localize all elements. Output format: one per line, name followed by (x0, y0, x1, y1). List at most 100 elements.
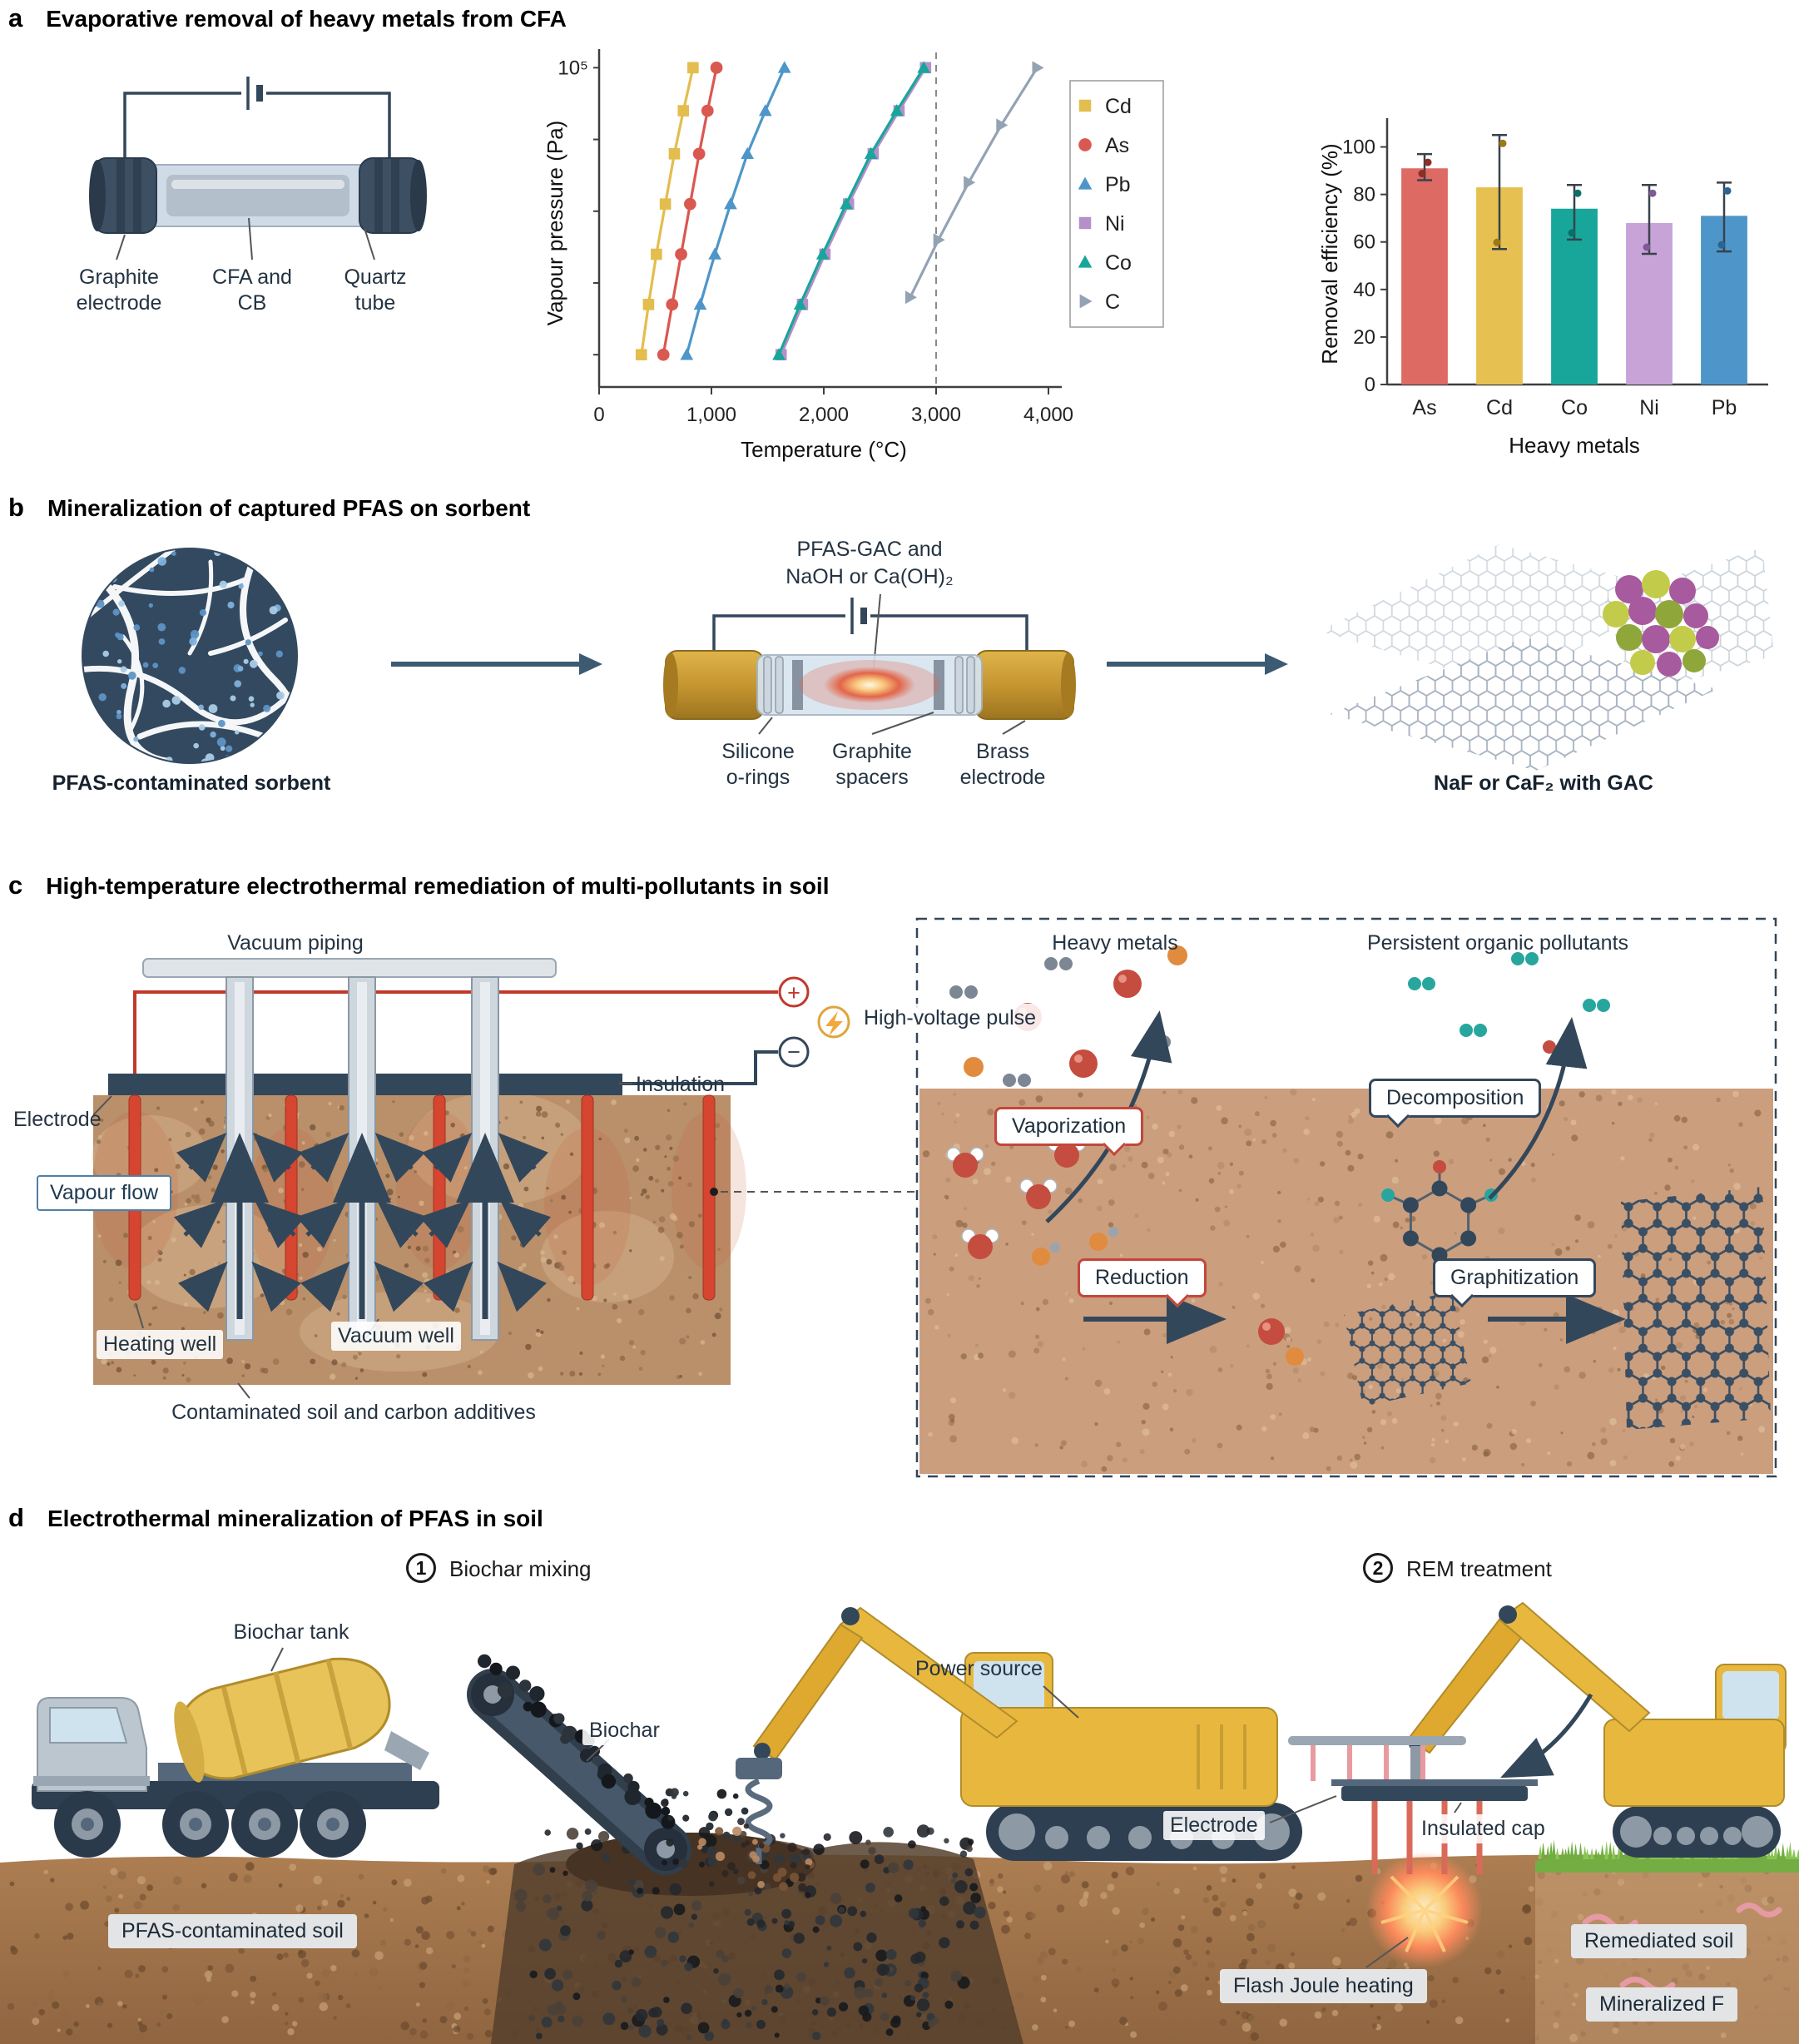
label-reactor-feed-1: PFAS-GAC and (796, 538, 943, 561)
tube-reactor (89, 77, 427, 260)
arrow-right-icon (1107, 653, 1288, 675)
excavator-mixer (697, 1606, 1302, 1892)
fjh-reactor (663, 593, 1076, 735)
panel-letter: d (8, 1503, 24, 1532)
panel-c-illustration: + − (92, 917, 1777, 1478)
y-axis-label: Removal efficiency (%) (1317, 143, 1342, 364)
line-series-C (904, 61, 1044, 305)
x-tick-label: 2,000 (799, 404, 849, 426)
label-insulated-cap: Insulated cap (1415, 1814, 1552, 1843)
chip-mineralized-f: Mineralized F (1586, 1987, 1738, 2022)
grass-strip (1535, 1854, 1799, 1873)
panel-title: Mineralization of captured PFAS on sorbe… (47, 495, 531, 521)
y-tick-label: 60 (1353, 231, 1375, 254)
x-axis-label: Heavy metals (1509, 433, 1640, 458)
panel-d-illustration (0, 1601, 1799, 2044)
label-power-source: Power source (915, 1657, 1043, 1680)
panel-letter: b (8, 493, 24, 522)
truck-wheels (54, 1791, 366, 1858)
y-tick-label: 0 (1365, 374, 1375, 396)
positive-wire (133, 990, 778, 1094)
legend-label: Ni (1105, 212, 1125, 236)
bubble-reduction: Reduction (1078, 1258, 1207, 1297)
silicone-o-rings (763, 656, 975, 714)
bar-Co (1551, 183, 1598, 384)
vacuum-piping (142, 958, 557, 978)
bubble-decomposition: Decomposition (1369, 1079, 1542, 1118)
line-series-Cd (635, 62, 699, 361)
label-vapour-flow: Vapour flow (37, 1175, 172, 1211)
chip-remediated-soil: Remediated soil (1571, 1924, 1747, 1958)
line-series-Co (772, 61, 930, 360)
bubble-vaporization: Vaporization (994, 1107, 1144, 1146)
insulated-cap-plate (1341, 1786, 1528, 1801)
boom (839, 1606, 1018, 1739)
panel-letter: a (8, 3, 23, 32)
label-hv-pulse: High-voltage pulse (857, 1004, 1043, 1033)
vapour-flow-arrows (173, 1133, 552, 1319)
line-series-As (657, 61, 723, 361)
biochar-truck (32, 1657, 439, 1858)
bubble-graphitization: Graphitization (1433, 1258, 1597, 1297)
panel-d-header: d Electrothermal mineralization of PFAS … (8, 1503, 543, 1533)
label-product: NaF or CaF₂ with GAC (1434, 771, 1653, 795)
bar-category-label: Pb (1712, 396, 1737, 419)
step-1-badge: 1 (406, 1553, 436, 1583)
pop-molecules (1408, 952, 1610, 1054)
pfas-sorbent-particle (82, 548, 298, 764)
stick (752, 1623, 864, 1761)
panel-title: High-temperature electrothermal remediat… (46, 873, 830, 899)
label-pops: Persistent organic pollutants (1366, 931, 1629, 955)
label-brass-electrode: Brass electrode (959, 740, 1046, 789)
pollutant-detail-box (915, 917, 1777, 1478)
y-tick-label: 40 (1353, 279, 1375, 301)
panel-letter: c (8, 871, 23, 900)
reduced-metals (1258, 1318, 1304, 1366)
legend-label: Co (1105, 251, 1132, 275)
label-biochar: Biochar (582, 1716, 667, 1745)
step-1-label: Biochar mixing (449, 1556, 592, 1581)
bar-Pb (1701, 181, 1747, 384)
panel-title: Evaporative removal of heavy metals from… (46, 6, 567, 32)
label-quartz-tube: Quartz tube (344, 265, 407, 315)
label-vacuum-piping: Vacuum piping (227, 931, 364, 955)
legend-label: Pb (1105, 173, 1131, 196)
y-tick-label: 20 (1353, 326, 1375, 349)
graphite-lattice (1621, 1187, 1771, 1430)
label-biochar-tank: Biochar tank (233, 1620, 349, 1644)
label-soil-caption: Contaminated soil and carbon additives (171, 1401, 536, 1424)
line-series-Ni (775, 62, 932, 361)
bar-category-label: As (1412, 396, 1436, 419)
mixer-drum (174, 1657, 391, 1783)
rem-excavator (1406, 1601, 1787, 1858)
arrow-right-icon (391, 653, 602, 675)
label-reactor-feed-2: NaOH or Ca(OH)₂ (786, 565, 954, 588)
x-tick-label: 0 (593, 404, 604, 426)
panel-b-header: b Mineralization of captured PFAS on sor… (8, 493, 530, 523)
label-heating-well: Heating well (97, 1330, 224, 1359)
arrow-to-cap (1499, 1693, 1593, 1779)
label-insulation: Insulation (636, 1073, 726, 1096)
graphite-spacers (792, 660, 944, 710)
label-vacuum-well: Vacuum well (331, 1322, 461, 1351)
bar-category-label: Co (1561, 396, 1588, 419)
label-electrode: Electrode (13, 1108, 102, 1131)
bar-Cd (1476, 134, 1523, 384)
nanoparticle-cluster (1603, 570, 1719, 677)
label-pfas-sorbent: PFAS-contaminated sorbent (52, 771, 331, 795)
line-series-Pb (680, 61, 791, 360)
label-electrode-d: Electrode (1163, 1811, 1265, 1840)
mixer-motor (736, 1758, 782, 1779)
y-top-tick-label: 10⁵ (558, 57, 588, 79)
chip-pfas-soil: PFAS-contaminated soil (108, 1914, 357, 1948)
minus-sign: − (787, 1039, 800, 1064)
y-tick-label: 100 (1342, 136, 1375, 159)
bar-As (1401, 152, 1448, 384)
label-graphite-spacers: Graphite spacers (832, 740, 912, 789)
legend-box (1069, 80, 1164, 328)
bar-Ni (1626, 183, 1673, 384)
graphite-seed-lattice (1344, 1292, 1471, 1406)
legend-label: Cd (1105, 95, 1132, 118)
